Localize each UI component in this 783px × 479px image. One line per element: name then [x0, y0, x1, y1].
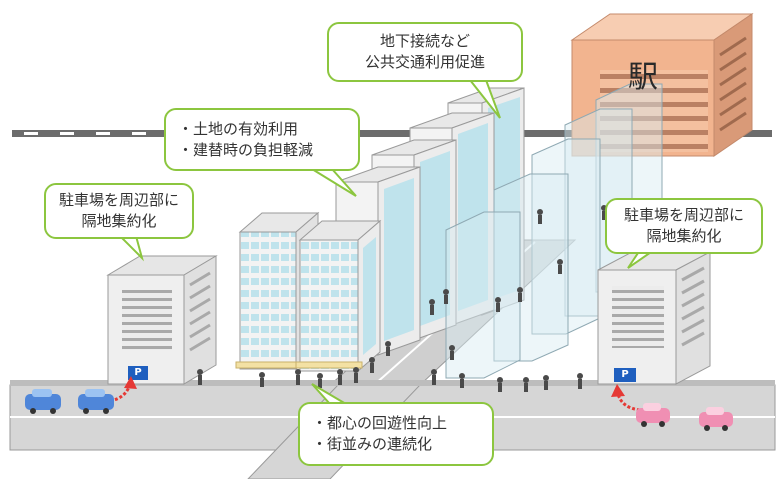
- parking-garage-left: [106, 255, 218, 385]
- callout-parking-left-line-1: 駐車場を周辺部に: [58, 191, 179, 209]
- callout-center-line-1: ・都心の回遊性向上: [312, 414, 448, 432]
- entry-arrow-right: [611, 384, 641, 412]
- callout-parking-left: 駐車場を周辺部に 隔地集約化: [44, 183, 194, 239]
- transparent-buildings: [445, 83, 663, 379]
- callout-parking-right-line-1: 駐車場を周辺部に: [623, 206, 744, 224]
- parking-sign-right: P: [621, 369, 629, 380]
- callout-transit-line-2: 公共交通利用促進: [364, 53, 485, 71]
- callout-parking-left-line-2: 隔地集約化: [81, 212, 157, 230]
- callout-parking-right: 駐車場を周辺部に 隔地集約化: [605, 198, 763, 254]
- callout-parking-right-line-2: 隔地集約化: [646, 227, 722, 245]
- station-label: 駅: [628, 60, 658, 95]
- callout-transit: 地下接続など 公共交通利用促進: [327, 22, 523, 82]
- parking-garage-right: [597, 251, 711, 385]
- office-towers: [235, 87, 525, 373]
- callout-land-line-1: ・土地の有効利用: [178, 120, 299, 138]
- callout-center-line-2: ・街並みの連続化: [312, 435, 433, 453]
- parking-sign-left: P: [134, 367, 142, 378]
- car-blue-2: [78, 389, 114, 414]
- car-pink-2: [699, 407, 733, 431]
- callout-center: ・都心の回遊性向上 ・街並みの連続化: [298, 402, 494, 466]
- car-pink-1: [636, 403, 670, 427]
- callout-land-use: ・土地の有効利用 ・建替時の負担軽減: [164, 108, 360, 171]
- callout-transit-line-1: 地下接続など: [379, 32, 470, 50]
- callout-land-line-2: ・建替時の負担軽減: [178, 141, 314, 159]
- car-blue-1: [25, 389, 61, 414]
- callout-tails: [119, 79, 655, 405]
